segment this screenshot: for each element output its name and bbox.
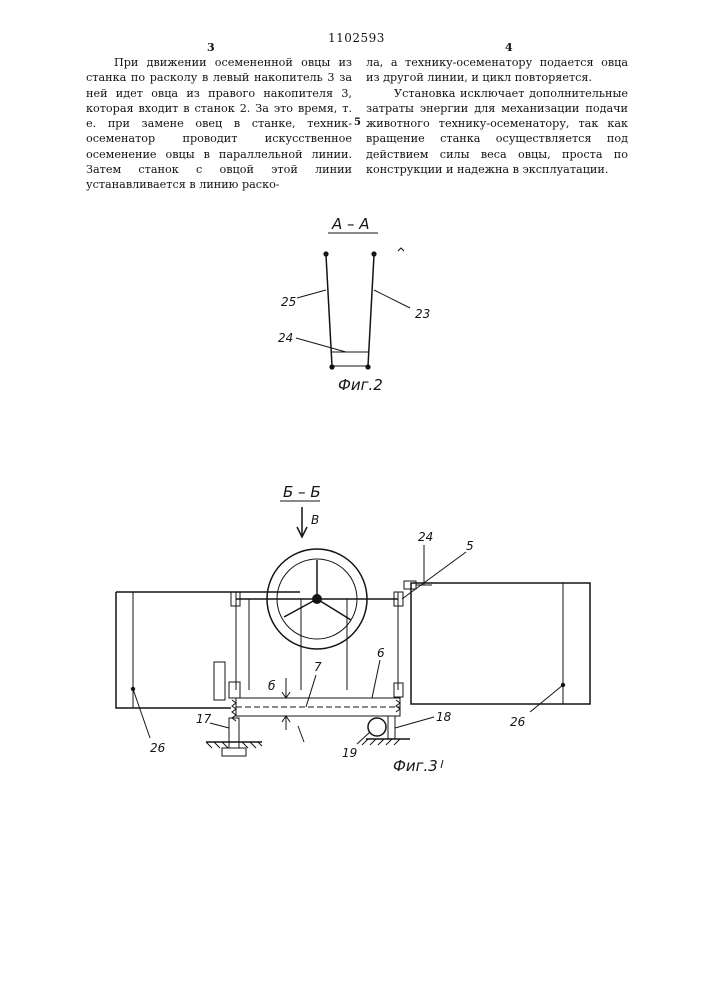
fig2-joint-top-right xyxy=(371,251,376,256)
fig3-support-18-hatch xyxy=(362,739,400,745)
fig3-part-24 xyxy=(404,581,416,589)
fig2-left-wall-25 xyxy=(326,255,332,366)
fig2-leader-25 xyxy=(297,290,326,298)
fig3-lever-block xyxy=(229,682,240,698)
fig3-roller-19 xyxy=(368,718,386,736)
fig3-leader-19 xyxy=(357,732,370,744)
fig2-label-23: 23 xyxy=(415,307,430,321)
fig3-stray-mark xyxy=(441,760,443,768)
fig3-label-18: 18 xyxy=(436,710,452,724)
fig2-small-mark xyxy=(398,248,404,251)
fig3-dim-extension xyxy=(298,726,304,742)
fig3-label-26-left: 26 xyxy=(150,741,166,755)
fig3-caption: Фиг.3 xyxy=(393,757,438,775)
fig3-label-17: 17 xyxy=(196,712,212,726)
fig3-lever-handle xyxy=(214,662,225,700)
fig2-joint-bottom-left xyxy=(329,364,334,369)
fig3-label-7: 7 xyxy=(314,660,322,674)
fig2-leader-24 xyxy=(296,338,346,352)
fig2-label-25: 25 xyxy=(281,295,296,309)
fig3-leader-6 xyxy=(372,660,380,698)
fig3-label-5: 5 xyxy=(466,539,474,553)
fig2-leader-23 xyxy=(374,290,410,308)
fig3-leader-5 xyxy=(402,552,466,599)
fig3-label-24: 24 xyxy=(418,530,433,544)
fig2-caption: Фиг.2 xyxy=(338,376,383,394)
fig3-label-6: 6 xyxy=(377,646,385,660)
fig3-label-delta: б xyxy=(268,679,276,693)
fig3-label-26-right: 26 xyxy=(510,715,526,729)
fig3-arrow-label: В xyxy=(311,513,319,527)
fig3-section-title: Б – Б xyxy=(283,483,321,501)
fig3-right-spring xyxy=(396,700,400,712)
fig3-leader-26-left xyxy=(133,689,150,738)
fig3-support-17-hatch xyxy=(206,742,262,748)
fig3-support-17-foot xyxy=(222,748,246,756)
fig3-support-18-post xyxy=(388,716,395,739)
fig3-leader-7 xyxy=(306,675,316,707)
fig3-leader-26-right xyxy=(530,685,563,712)
fig2-joint-bottom-right xyxy=(365,364,370,369)
fig3-leader-17 xyxy=(210,723,229,728)
fig3-label-19: 19 xyxy=(342,746,357,760)
fig3-support-17-post xyxy=(229,718,239,748)
fig2-section-title: A – A xyxy=(331,215,370,233)
figure-3: Б – Б В xyxy=(116,483,590,775)
fig3-wheel-spoke-3 xyxy=(317,599,351,620)
fig2-joint-top-left xyxy=(323,251,328,256)
figure-2: A – A 25 23 24 Фиг.2 xyxy=(278,215,430,394)
fig2-right-wall-23 xyxy=(368,255,374,366)
fig2-label-24: 24 xyxy=(278,331,293,345)
fig3-leader-18 xyxy=(395,717,434,728)
